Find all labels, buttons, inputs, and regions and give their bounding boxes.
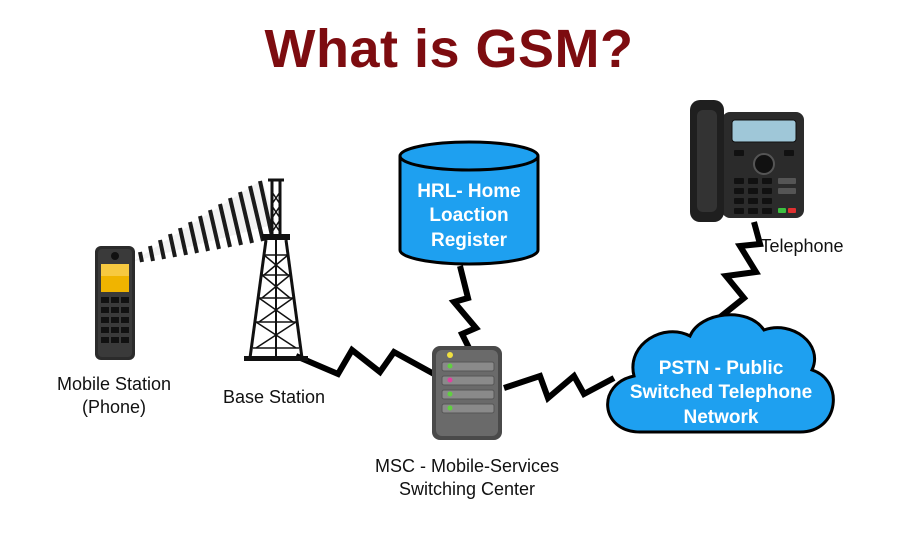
msc-label: MSC - Mobile-Services Switching Center — [336, 455, 598, 502]
mobile-station-line2: (Phone) — [81, 397, 147, 418]
link-base-to-msc — [294, 345, 436, 378]
hlr-label: HRL- Home Loaction Register — [400, 180, 538, 253]
telephone-label: Telephone — [760, 236, 844, 256]
mobile-station-line1: Mobile Station — [56, 374, 172, 394]
msc-line2: Switching Center — [398, 479, 536, 500]
link-hlr-to-msc — [448, 265, 481, 352]
pstn-cloud-icon — [606, 313, 835, 434]
base-station-tower-icon — [244, 178, 308, 361]
msc-server-icon — [432, 346, 502, 440]
desk-telephone-icon — [690, 100, 804, 222]
mobile-station-label: Mobile Station (Phone) — [34, 373, 194, 420]
diagram-title: What is GSM? — [264, 19, 634, 79]
msc-line1: MSC - Mobile-Services — [374, 456, 560, 476]
hlr-line1: HRL- Home — [417, 181, 521, 202]
pstn-label: PSTN - Public Switched Telephone Network — [606, 357, 836, 430]
link-msc-to-pstn — [503, 371, 616, 404]
pstn-line3: Network — [683, 406, 759, 428]
hlr-line3: Register — [430, 229, 508, 251]
pstn-line1: PSTN - Public — [658, 358, 784, 379]
base-station-label: Base Station — [222, 387, 326, 407]
radio-signal-beam — [132, 180, 276, 263]
hlr-database-icon — [398, 140, 540, 266]
link-telephone-to-pstn — [712, 221, 764, 325]
mobile-phone-icon — [95, 246, 135, 360]
pstn-line2: Switched Telephone — [629, 382, 813, 404]
hlr-line2: Loaction — [429, 205, 509, 227]
